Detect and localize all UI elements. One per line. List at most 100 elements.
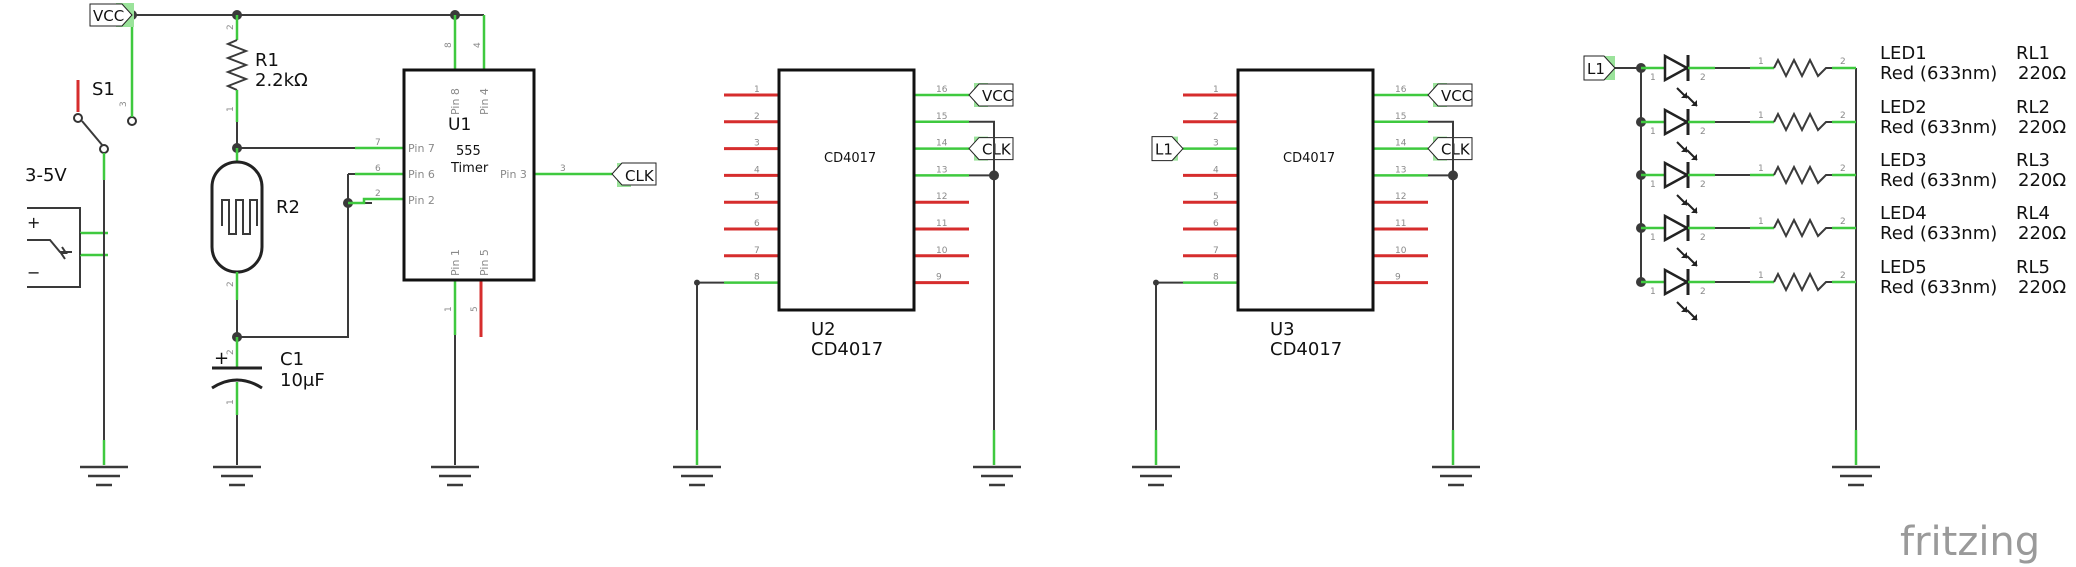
l1-flag-leds: L1	[1583, 55, 1616, 81]
svg-text:6: 6	[754, 219, 760, 229]
svg-text:2: 2	[1840, 57, 1846, 67]
u1-line2: Timer	[450, 161, 489, 176]
ground-symbol	[1132, 465, 1180, 487]
svg-text:4: 4	[473, 42, 483, 48]
svg-text:Pin 2: Pin 2	[408, 194, 435, 207]
svg-text:1: 1	[754, 85, 760, 95]
battery-plus: +	[27, 213, 40, 232]
svg-text:Pin 8: Pin 8	[449, 88, 462, 115]
svg-text:L1: L1	[1155, 141, 1173, 159]
svg-text:9: 9	[1395, 273, 1401, 283]
resistor-value: 220Ω	[2018, 63, 2066, 84]
photoresistor-r2: R2 2	[210, 148, 300, 337]
svg-text:5: 5	[754, 192, 760, 202]
resistor-name: RL4	[2016, 203, 2050, 224]
cd4017-u3-clk-flag: CLK	[1427, 136, 1473, 161]
led-color: Red (633nm)	[1880, 170, 1997, 191]
ground-symbol	[1832, 465, 1880, 487]
svg-text:2: 2	[1700, 73, 1706, 83]
ic-u2-cd4017: 1Q516VDD2Q115RESET3Q014CLK4Q213CLK_EN5Q6…	[694, 68, 1014, 465]
svg-text:2: 2	[1700, 127, 1706, 137]
svg-text:Pin 7: Pin 7	[408, 142, 435, 155]
svg-text:Pin 3: Pin 3	[500, 168, 527, 181]
resistor-name: RL3	[2016, 150, 2050, 171]
svg-text:5: 5	[1213, 192, 1219, 202]
svg-text:Pin 1: Pin 1	[449, 249, 462, 276]
c1-value: 10μF	[280, 370, 325, 391]
switch-pin: 3	[119, 101, 129, 107]
svg-text:2: 2	[1213, 112, 1219, 122]
vcc-flag-label: VCC	[93, 7, 124, 25]
ground-symbol	[1432, 465, 1480, 487]
svg-text:14: 14	[936, 139, 948, 149]
led-name: LED1	[1880, 43, 1927, 64]
svg-text:15: 15	[936, 112, 947, 122]
svg-text:13: 13	[1395, 165, 1406, 175]
ground-symbol	[80, 465, 128, 487]
svg-text:7: 7	[375, 138, 381, 148]
c1-plus: +	[214, 348, 229, 369]
resistor-value: 220Ω	[2018, 170, 2066, 191]
chip-name: U2	[811, 319, 836, 340]
svg-text:1: 1	[1650, 287, 1656, 297]
led-color: Red (633nm)	[1880, 277, 1997, 298]
ground-symbols	[80, 465, 1880, 487]
svg-text:2: 2	[1700, 180, 1706, 190]
cd4017-u3-l1-flag: L1	[1151, 136, 1184, 162]
ground-symbol	[431, 465, 479, 487]
svg-text:3: 3	[754, 139, 760, 149]
ic-u3-cd4017: 1Q516VDD2Q115RESET3Q014CLK4Q213CLK_EN5Q6…	[1151, 68, 1473, 465]
svg-text:CLK: CLK	[1441, 141, 1471, 159]
r1-label: R1	[255, 50, 279, 71]
svg-text:1: 1	[1650, 127, 1656, 137]
svg-text:4: 4	[1213, 165, 1219, 175]
ground-symbol	[973, 465, 1021, 487]
r2-label: R2	[276, 197, 300, 218]
svg-text:1: 1	[226, 106, 236, 112]
svg-text:9: 9	[936, 273, 942, 283]
u1-name: U1	[448, 115, 471, 135]
svg-text:1: 1	[1650, 180, 1656, 190]
svg-text:10: 10	[936, 246, 948, 256]
battery: 3-5V + −	[25, 165, 108, 288]
svg-text:5: 5	[470, 306, 480, 312]
svg-text:2: 2	[1700, 287, 1706, 297]
svg-text:12: 12	[936, 192, 947, 202]
svg-text:2: 2	[1840, 164, 1846, 174]
svg-text:2: 2	[1840, 217, 1846, 227]
vcc-flag: VCC	[89, 3, 134, 27]
svg-text:3: 3	[1213, 139, 1219, 149]
svg-text:1: 1	[1758, 217, 1764, 227]
cd4017-u2-clk-flag: CLK	[968, 136, 1014, 161]
led-name: LED5	[1880, 257, 1927, 278]
svg-text:14: 14	[1395, 139, 1407, 149]
resistor-value: 220Ω	[2018, 277, 2066, 298]
svg-text:2: 2	[375, 189, 381, 199]
svg-text:Pin 5: Pin 5	[478, 249, 491, 276]
cd4017-u2-vcc-flag: VCC	[968, 83, 1014, 107]
led-name: LED3	[1880, 150, 1927, 171]
capacitor-c1: + C1 10μF 2 1	[211, 337, 325, 465]
svg-text:1: 1	[1650, 233, 1656, 243]
svg-text:2: 2	[226, 349, 236, 355]
resistor-name: RL5	[2016, 257, 2050, 278]
svg-text:16: 16	[936, 85, 948, 95]
chip-part: CD4017	[811, 339, 883, 360]
svg-text:8: 8	[444, 42, 454, 48]
battery-voltage: 3-5V	[25, 165, 67, 186]
u1-line1: 555	[456, 144, 481, 159]
svg-text:1: 1	[1758, 271, 1764, 281]
svg-text:1: 1	[226, 399, 236, 405]
resistor-value: 220Ω	[2018, 223, 2066, 244]
resistor-value: 220Ω	[2018, 117, 2066, 138]
svg-text:10: 10	[1395, 246, 1407, 256]
svg-text:L1: L1	[1587, 60, 1605, 78]
svg-text:2: 2	[1840, 271, 1846, 281]
svg-text:8: 8	[1213, 273, 1219, 283]
